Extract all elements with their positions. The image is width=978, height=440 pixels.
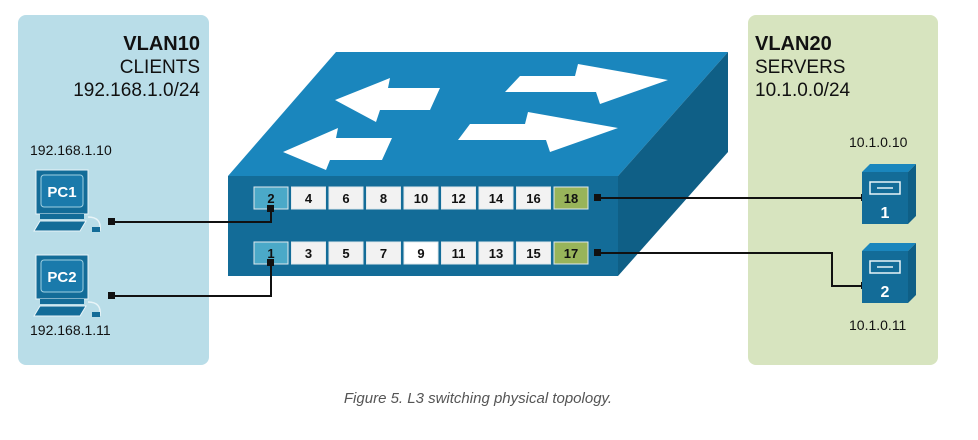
- switch-port-18[interactable]: [553, 186, 589, 210]
- switch-port-7[interactable]: [366, 241, 401, 265]
- port-label: 12: [451, 191, 465, 206]
- port-label: 2: [267, 191, 274, 206]
- switch-arrows-icon: [283, 64, 668, 170]
- server-label: 1: [881, 205, 890, 222]
- vlan10-subnet: 192.168.1.0/24: [73, 80, 200, 101]
- vlan20-subnet: 10.1.0.0/24: [755, 80, 851, 101]
- vlan20-subtitle: SERVERS: [755, 57, 845, 78]
- switch-port-15[interactable]: [516, 241, 551, 265]
- port-label: 4: [305, 191, 313, 206]
- server2-icon[interactable]: 2: [862, 243, 916, 303]
- server1-icon[interactable]: 1: [862, 164, 916, 224]
- port-label: 1: [267, 246, 274, 261]
- pc2-icon[interactable]: PC2: [33, 254, 101, 317]
- switch-port-8[interactable]: [366, 186, 401, 210]
- port-label: 6: [342, 191, 349, 206]
- server-label: 2: [881, 284, 890, 301]
- switch-port-11[interactable]: [441, 241, 476, 265]
- switch-port-9[interactable]: [403, 241, 439, 265]
- port-label: 5: [342, 246, 349, 261]
- port-label: 16: [526, 191, 540, 206]
- server1-ip: 10.1.0.10: [849, 134, 908, 150]
- switch-side-face: [618, 52, 728, 276]
- vlan20-title: VLAN20: [755, 33, 832, 55]
- pc1-ip: 192.168.1.10: [30, 142, 112, 158]
- switch-port-5[interactable]: [328, 241, 364, 265]
- switch-port-13[interactable]: [478, 241, 514, 265]
- pc1-icon[interactable]: PC1: [33, 169, 101, 232]
- port-label: 7: [380, 246, 387, 261]
- cable-pc2: [112, 263, 272, 297]
- figure-caption: Figure 5. L3 switching physical topology…: [344, 390, 612, 407]
- port-label: 14: [489, 191, 504, 206]
- port-label: 9: [417, 246, 424, 261]
- port-label: 8: [380, 191, 387, 206]
- switch-port-17[interactable]: [553, 241, 589, 265]
- vlan10-title: VLAN10: [123, 33, 200, 55]
- port-label: 17: [564, 246, 578, 261]
- port-label: 15: [526, 246, 540, 261]
- server2-ip: 10.1.0.11: [849, 317, 907, 333]
- vlan10-subtitle: CLIENTS: [120, 57, 200, 78]
- switch-port-14[interactable]: [478, 186, 514, 210]
- switch-port-12[interactable]: [441, 186, 476, 210]
- port-label: 10: [414, 191, 428, 206]
- port-label: 13: [489, 246, 503, 261]
- switch-port-3[interactable]: [291, 241, 326, 265]
- pc2-ip: 192.168.1.11: [30, 322, 111, 338]
- port-label: 11: [452, 246, 466, 261]
- switch-port-10[interactable]: [403, 186, 439, 210]
- pc-label: PC2: [47, 269, 76, 286]
- port-label: 3: [305, 246, 312, 261]
- pc-label: PC1: [47, 184, 76, 201]
- port-label: 18: [564, 191, 578, 206]
- switch-port-4[interactable]: [291, 186, 326, 210]
- switch-port-6[interactable]: [328, 186, 364, 210]
- switch-port-16[interactable]: [516, 186, 551, 210]
- cable-server2: [598, 252, 865, 287]
